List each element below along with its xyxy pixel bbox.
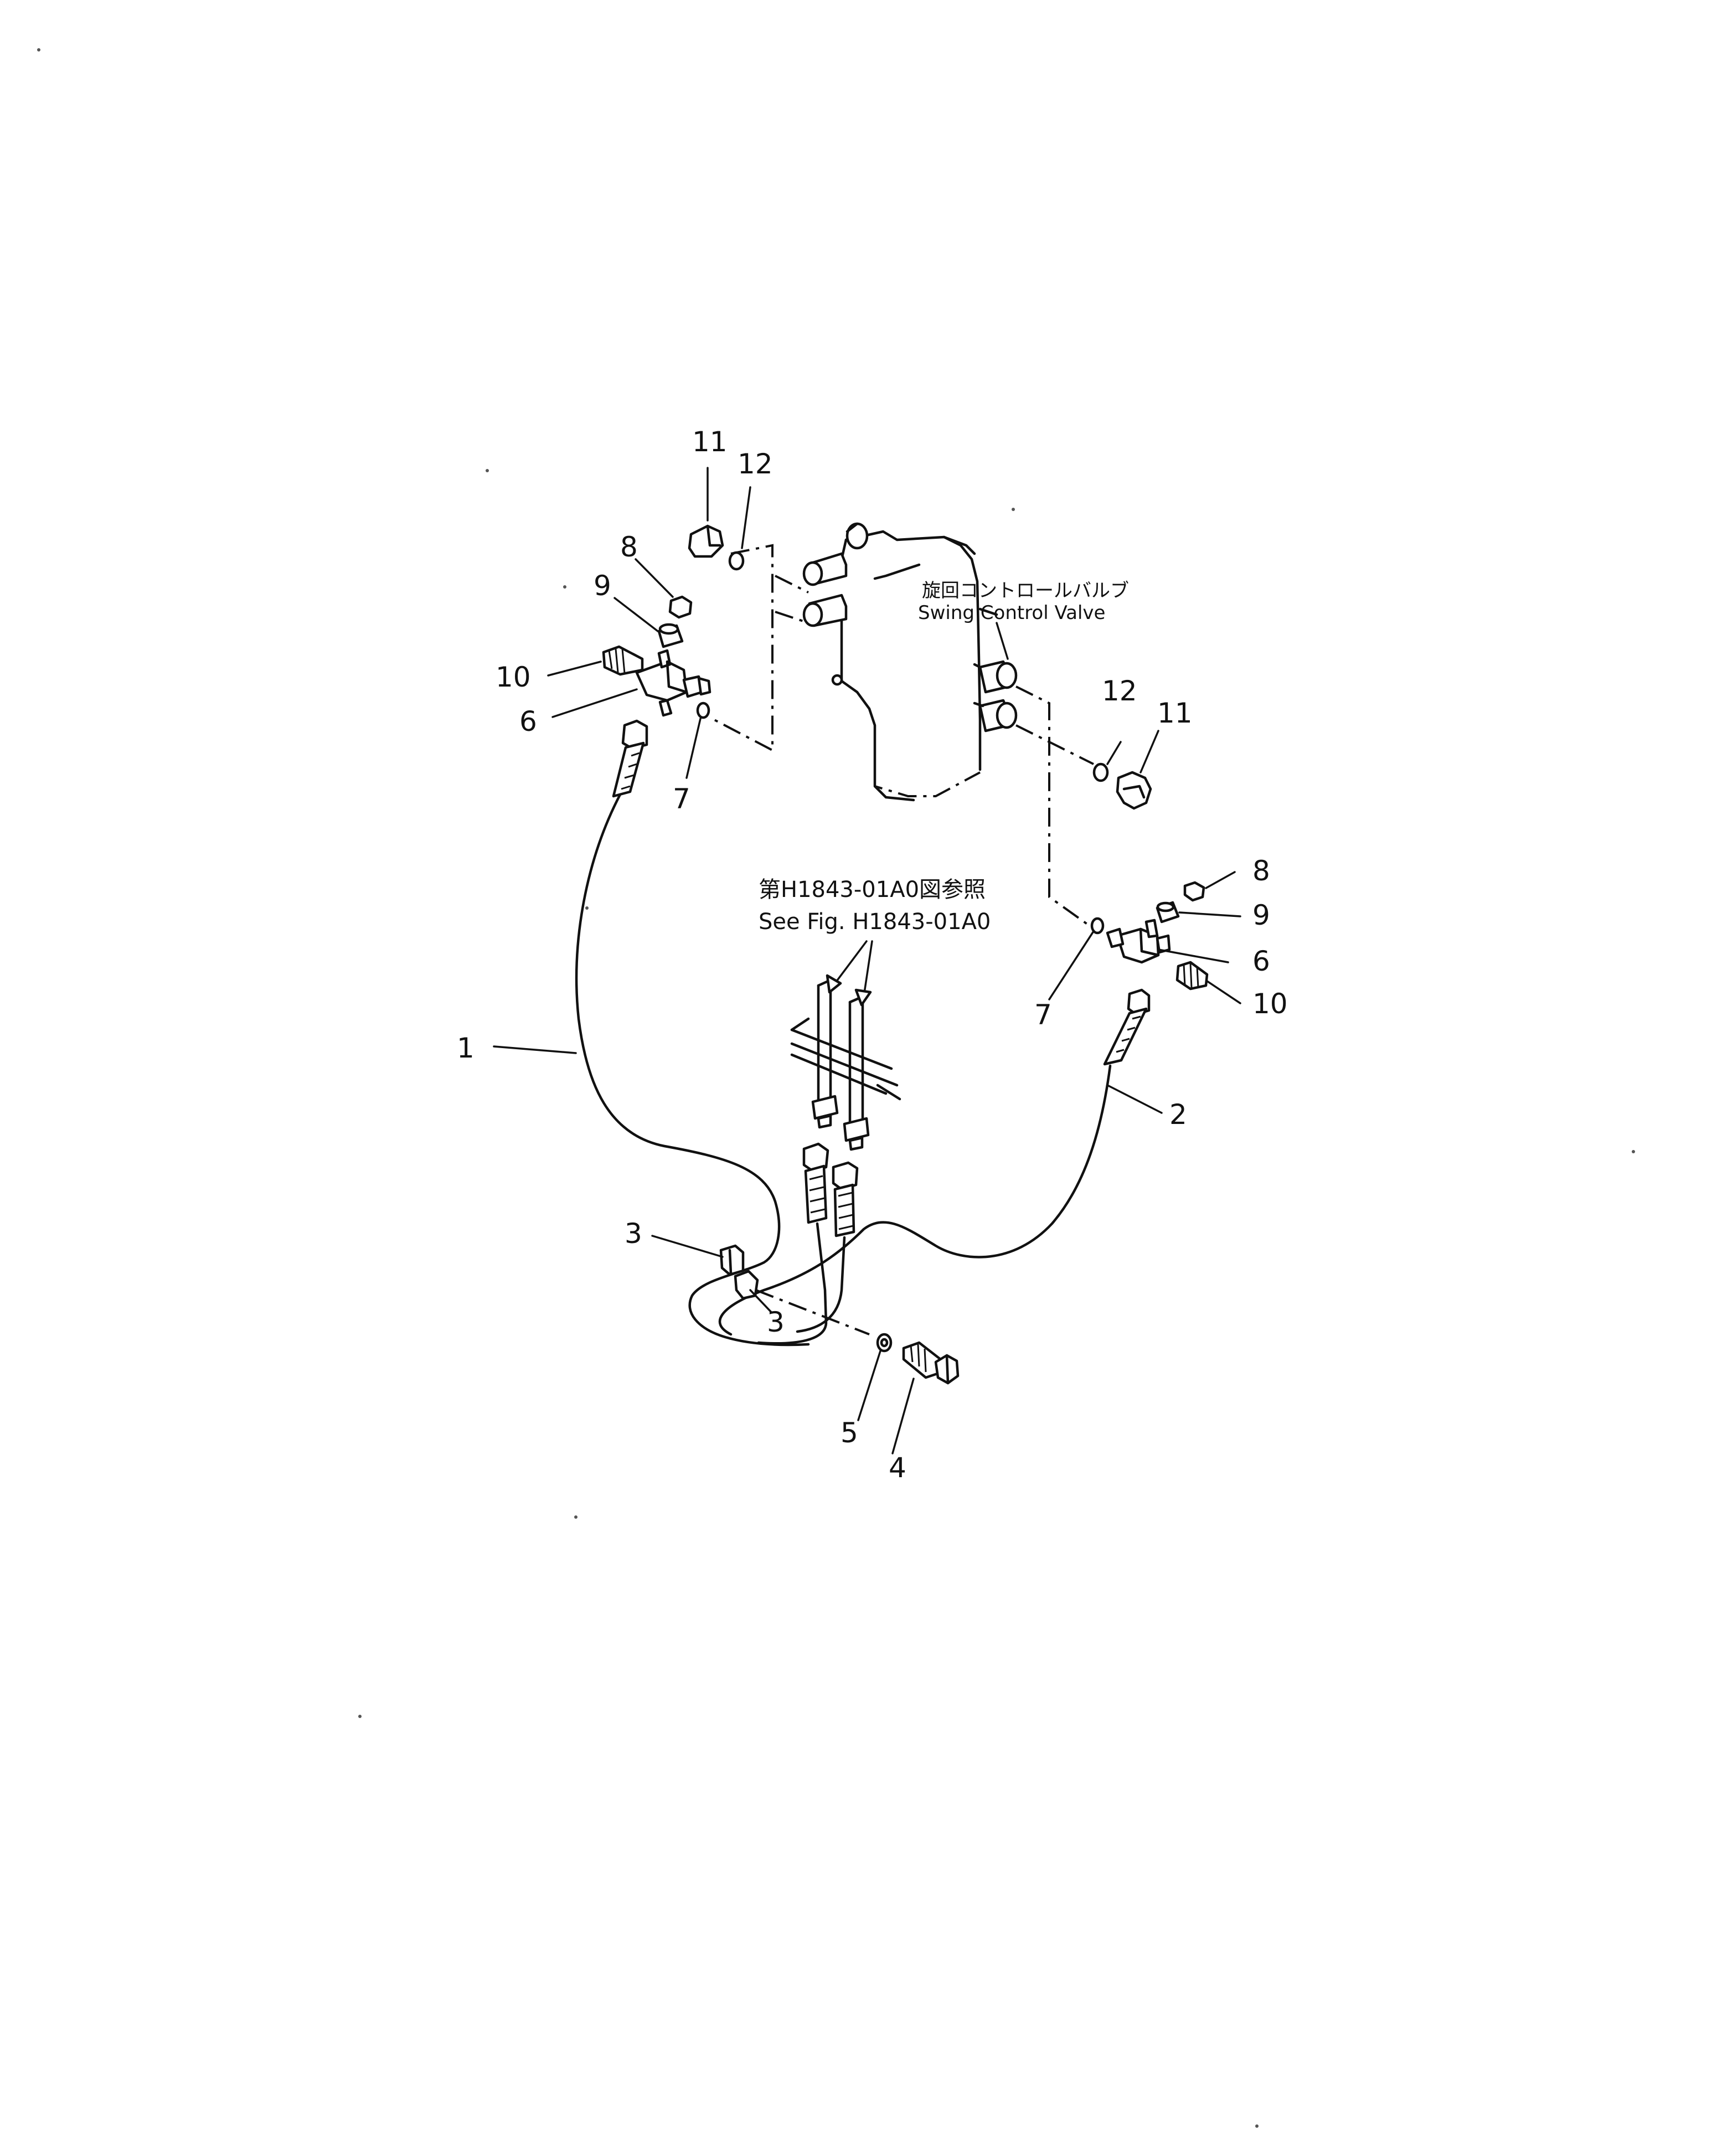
valve-oring-left (728, 551, 745, 571)
reference-label-jp: 第H1843-01A0図参照 (759, 877, 986, 902)
valve-port-right-lower (978, 699, 1018, 733)
callout-oring-right: 7 (1034, 999, 1052, 1031)
oring-left (696, 702, 710, 719)
hose-right (718, 988, 1151, 1336)
reference-label-en: See Fig. H1843-01A0 (759, 909, 991, 935)
callout-clamp-lower: 3 (767, 1306, 785, 1338)
hose-left (575, 719, 810, 1347)
valve-port-left-upper (845, 522, 869, 550)
valve-oring-right (1092, 762, 1109, 782)
callout-oring-left: 7 (673, 783, 690, 815)
callout-valve-oring-left: 12 (738, 448, 773, 480)
callout-hose-right: 2 (1169, 1098, 1187, 1131)
callout-cap-left: 8 (620, 531, 638, 563)
callout-leaders (493, 467, 1241, 1454)
center-lines (714, 544, 1094, 926)
callout-clamp-upper: 3 (625, 1218, 642, 1250)
valve-plug-right (1116, 771, 1152, 810)
scan-specks (37, 48, 1635, 2128)
callout-tee-right: 6 (1252, 945, 1270, 977)
nipple-left (602, 645, 644, 676)
callout-bolt: 4 (889, 1452, 906, 1484)
valve-plug-left (688, 524, 724, 558)
callout-plug-left: 9 (594, 570, 611, 602)
valve-port-left-lower (802, 594, 848, 627)
cap-right (1183, 881, 1205, 902)
swing-control-valve (802, 522, 1018, 802)
valve-mount-hole (831, 674, 843, 686)
valve-port-left-middle (802, 552, 848, 586)
callout-nipple-right: 10 (1252, 988, 1288, 1020)
plug-right (1156, 901, 1180, 924)
callout-cap-right: 8 (1252, 855, 1270, 887)
callout-nipple-left: 10 (496, 661, 531, 693)
bolt-centerline (755, 1289, 870, 1335)
callout-valve-oring-right: 12 (1102, 675, 1137, 707)
reference-arrows (826, 940, 873, 1007)
cap-left (668, 595, 693, 619)
plug-left (657, 623, 684, 648)
valve-label-en: Swing Control Valve (918, 602, 1105, 624)
oring-right (1090, 917, 1105, 935)
callout-plug-right: 9 (1252, 899, 1270, 931)
bolt (902, 1341, 960, 1385)
callout-washer: 5 (841, 1417, 858, 1449)
valve-label-jp: 旋回コントロールバルブ (922, 580, 1129, 602)
callout-tee-left: 6 (519, 705, 537, 737)
nipple-right (1175, 961, 1209, 991)
center-hose-ends (757, 978, 901, 1345)
washer-hole (880, 1338, 889, 1348)
tee-left (635, 649, 711, 717)
callout-valve-plug-right: 11 (1157, 697, 1193, 729)
clamp-upper (719, 1244, 745, 1276)
callout-numbers: 11 12 8 9 10 6 7 12 11 8 9 6 10 7 1 2 3 … (457, 426, 1288, 1484)
callout-valve-plug-left: 11 (692, 426, 728, 458)
callout-hose-left: 1 (457, 1032, 475, 1064)
tee-right (1106, 919, 1171, 964)
valve-port-right-upper (978, 660, 1018, 694)
